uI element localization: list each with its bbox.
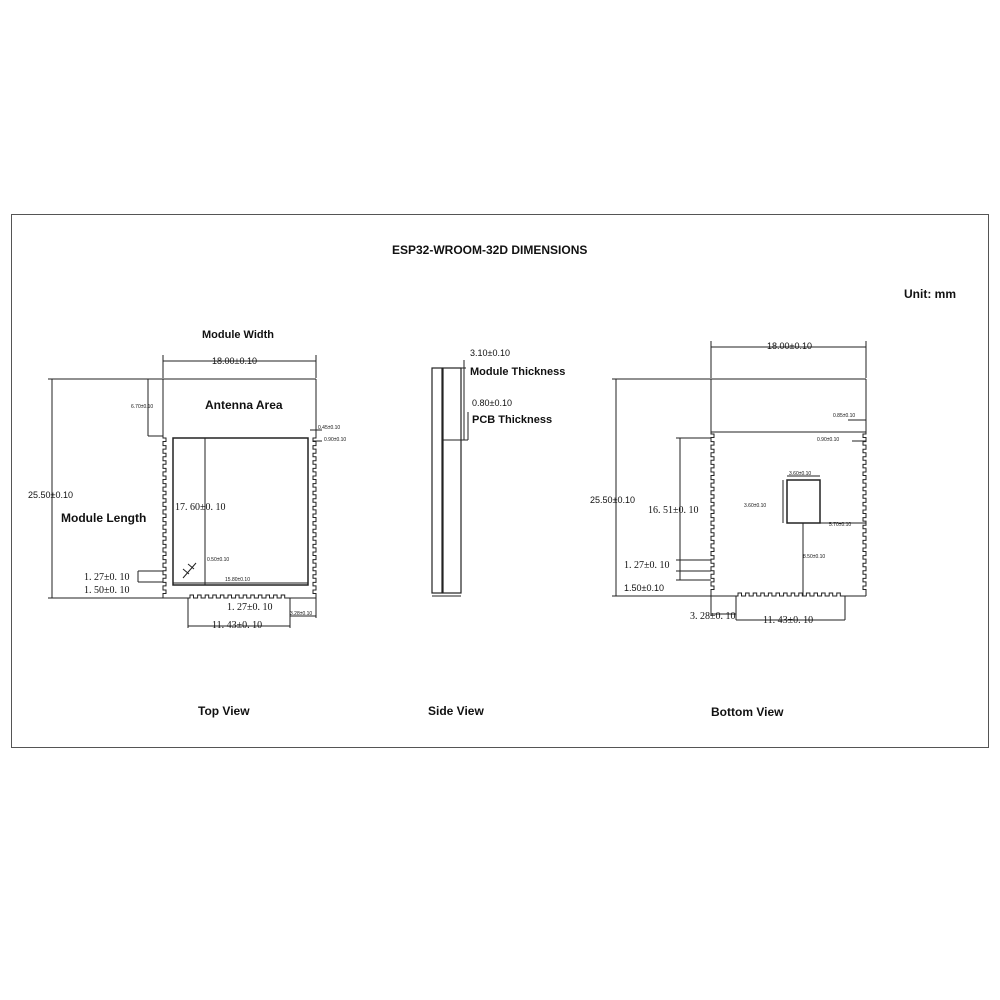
corner-mark-b [187,563,195,570]
left-castellated-edge [162,436,167,598]
bottom-pad-a: 0.85±0.10 [833,413,856,419]
bottom-pin-pitch: 1. 27±0. 10 [624,560,670,571]
pcb-thickness-label: PCB Thickness [472,414,553,426]
module-thickness-dim: 3.10±0.10 [470,348,510,358]
ground-pad-size: 3.60±0.10 [789,471,812,477]
module-length-label: Module Length [61,511,147,525]
rf-shield-can [172,437,309,586]
corner-dim: 0.50±0.10 [207,557,230,563]
drawing-frame [11,214,989,748]
ground-pad [786,479,821,524]
top-width-dim: 18.00±0.10 [212,356,257,366]
side-view-drawing [431,360,469,597]
drawing-title: ESP32-WROOM-32D DIMENSIONS [392,243,588,257]
top-view-caption: Top View [198,704,250,718]
module-width-label: Module Width [202,329,274,341]
side-view-caption: Side View [428,704,484,718]
top-bottom-offset: 1. 50±0. 10 [84,585,130,596]
shield-height-dim: 17. 60±0. 10 [175,502,226,513]
top-length-dim: 25.50±0.10 [28,490,73,500]
top-pad-width-a: 0.45±0.10 [318,425,341,431]
ground-pad-size-vertical: 3.60±0.10 [744,503,767,509]
module-thickness-label: Module Thickness [470,366,566,378]
pcb-profile [442,367,462,594]
bottom-width-dim: 18.00±0.10 [767,341,812,351]
ground-pad-offset-x: 5.70±0.10 [829,522,852,528]
bottom-pin-span: 11. 43±0. 10 [763,615,814,626]
top-edge-offset: 3.28±0.10 [290,611,313,617]
bottom-view-caption: Bottom View [711,705,784,719]
bottom-right-castellated-edge [862,432,867,596]
top-pin-pitch-left: 1. 27±0. 10 [84,572,130,583]
top-pin-span: 11. 43±0. 10 [212,620,263,631]
corner-mark-a [182,568,190,575]
bottom-view-drawing [612,341,867,621]
right-castellated-edge [312,436,317,598]
shield-profile [431,367,443,594]
bottom-left-castellated-edge [710,432,715,596]
top-pin-pitch-bottom: 1. 27±0. 10 [227,602,273,613]
corner-leader [182,562,197,579]
bottom-bottom-castellated-edge [736,592,845,597]
shield-width-dim: 15.80±0.10 [225,577,250,583]
ground-pad-offset-y: 8.50±0.10 [803,554,826,560]
top-pad-width-b: 0.90±0.10 [324,437,347,443]
pcb-body [442,439,462,594]
bottom-pin-row-dim: 16. 51±0. 10 [648,505,699,516]
antenna-area-label: Antenna Area [205,398,283,412]
antenna-dim: 6.70±0.10 [131,404,154,410]
bottom-pad-b: 0.90±0.10 [817,437,840,443]
bottom-castellated-edge [188,594,290,599]
pcb-thickness-dim: 0.80±0.10 [472,398,512,408]
unit-label: Unit: mm [904,287,956,301]
bottom-length-dim: 25.50±0.10 [590,495,635,505]
top-view-drawing [48,355,322,628]
bottom-bottom-offset: 1.50±0.10 [624,583,664,593]
bottom-left-offset: 3. 28±0. 10 [690,611,736,622]
